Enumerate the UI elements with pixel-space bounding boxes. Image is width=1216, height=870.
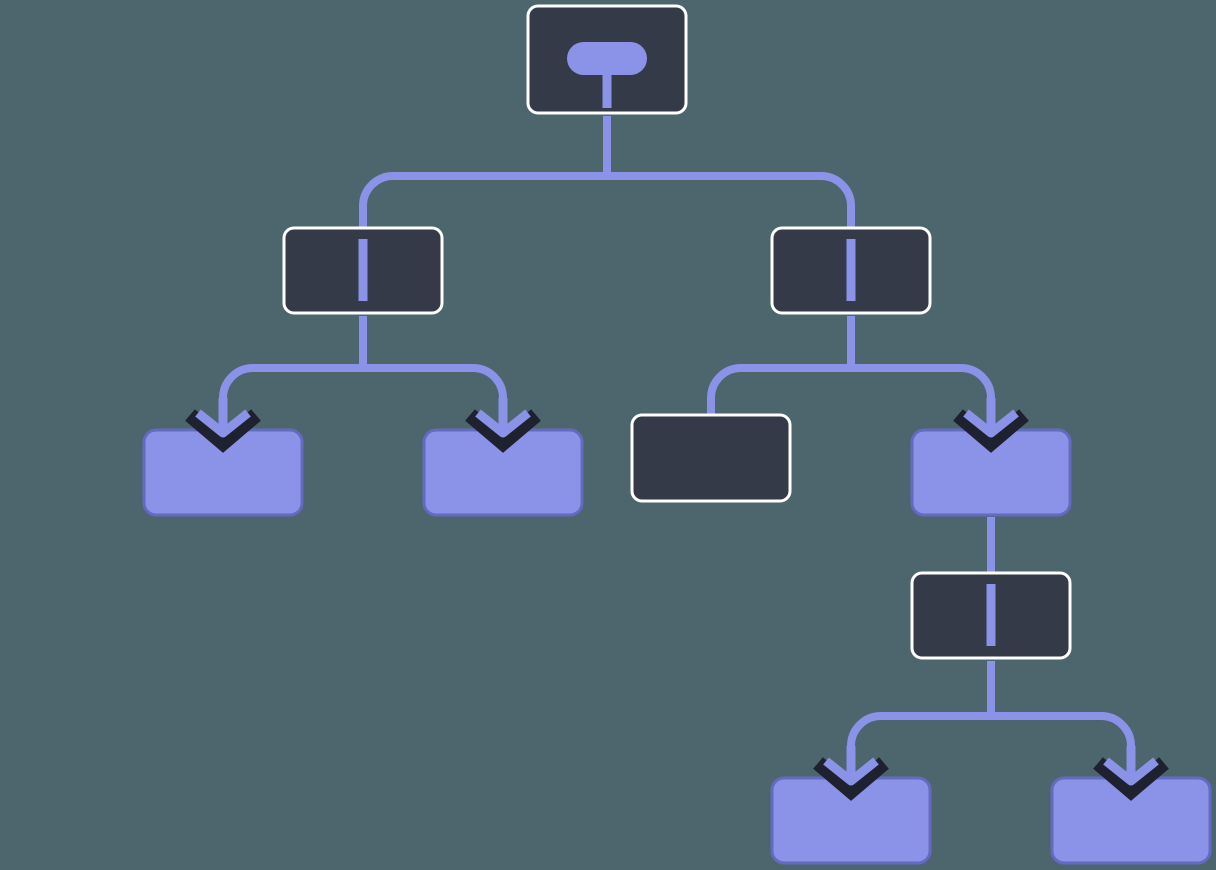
insertion-arrow-left-1-icon [185, 398, 261, 453]
insertion-arrow-right-icon [953, 398, 1029, 453]
root-glyph-pill-icon [567, 42, 647, 75]
chevron-outline-icon [1093, 757, 1169, 801]
edge-rail-bottom [847, 712, 1135, 779]
chevron-outline-icon [953, 409, 1029, 453]
arrowhead-icon [963, 409, 1019, 438]
arrowhead-icon [195, 409, 251, 438]
chevron-outline-icon [813, 757, 889, 801]
insertion-arrow-bottom-right-icon [1093, 746, 1169, 801]
connector-node-lower-pass-through-line-icon [986, 584, 996, 646]
edge-rail-left [219, 364, 507, 431]
connector-node-right-pass-through-line-icon [846, 239, 856, 301]
edge-rail-right [707, 364, 995, 431]
detached-node[interactable] [630, 413, 792, 503]
arrowhead-icon [1103, 757, 1159, 786]
nodes-layer [142, 4, 1212, 865]
insertion-arrow-left-2-icon [465, 398, 541, 453]
arrows-layer [185, 398, 1169, 801]
chevron-outline-icon [185, 409, 261, 453]
chevron-outline-icon [465, 409, 541, 453]
edge-rail-top [359, 172, 855, 231]
connector-node-left-pass-through-line-icon [358, 239, 368, 301]
arrowhead-icon [823, 757, 879, 786]
edges-layer [219, 116, 1135, 779]
root-glyph-stem-icon [602, 72, 612, 108]
insertion-arrow-bottom-left-icon [813, 746, 889, 801]
arrowhead-icon [475, 409, 531, 438]
